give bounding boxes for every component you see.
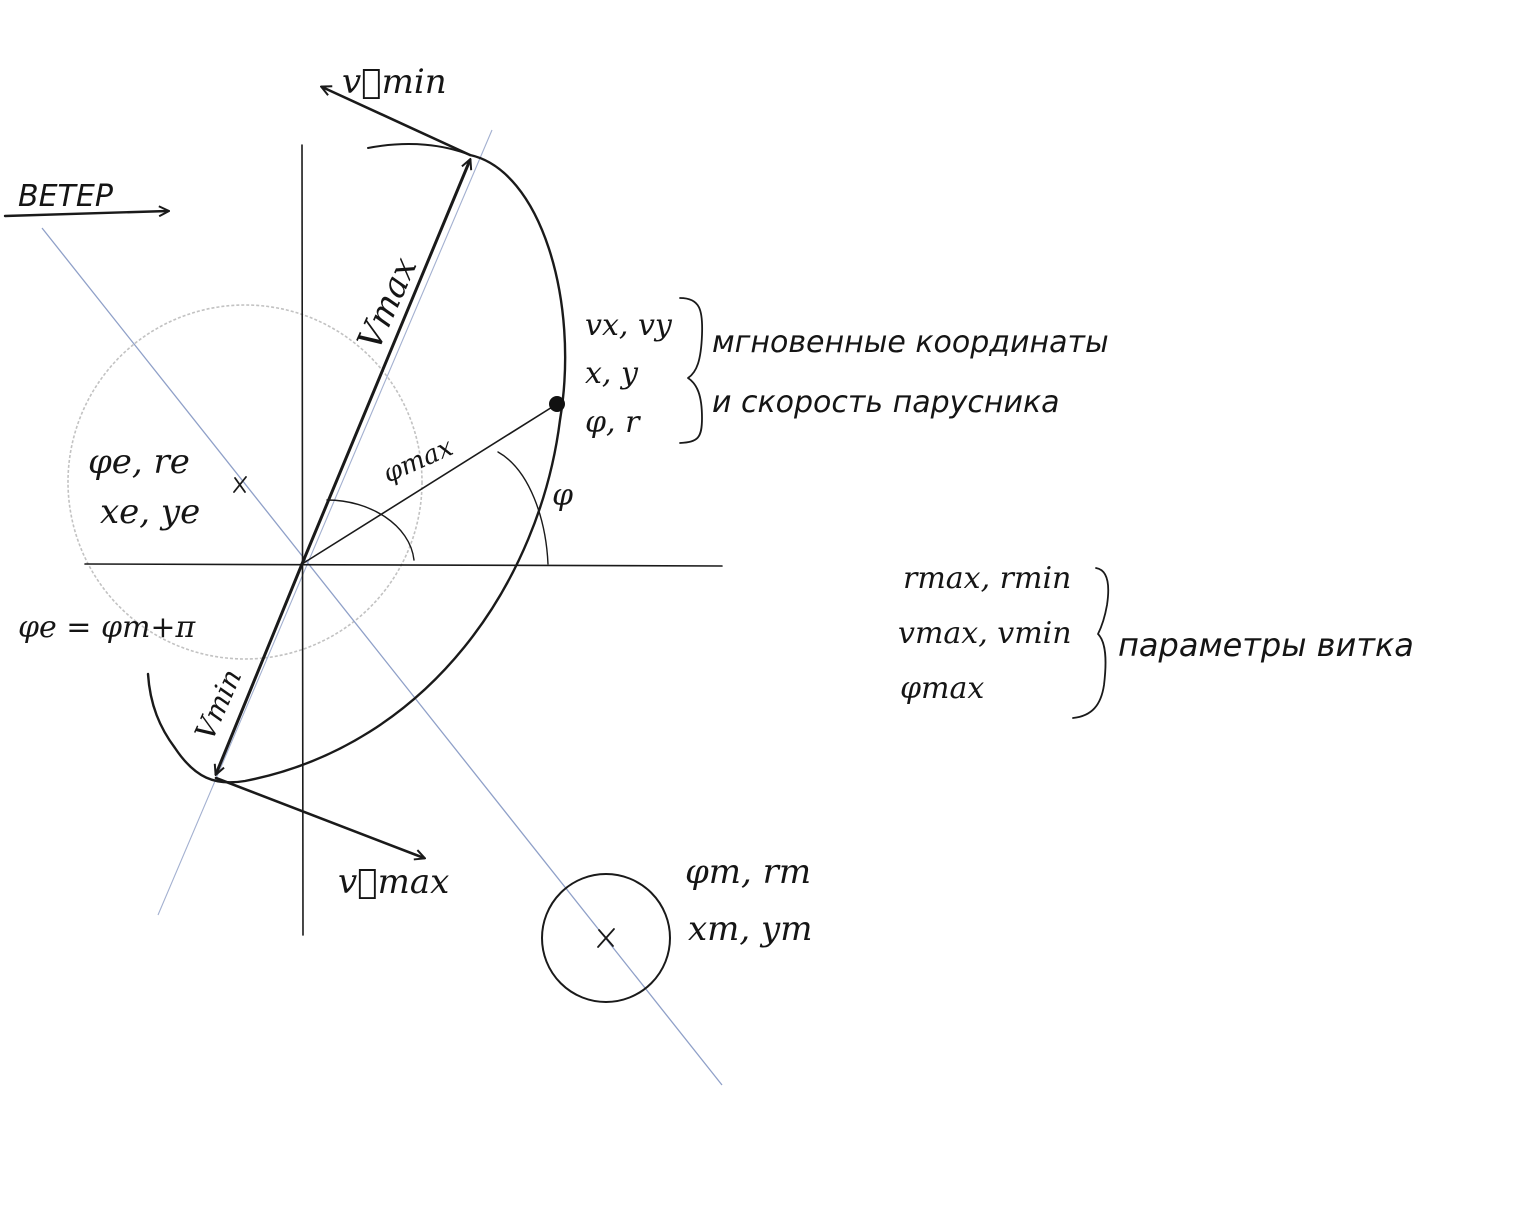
- wind-label: ВЕТЕР: [18, 179, 114, 214]
- orbit-loop: [146, 153, 567, 784]
- phi-arc: [497, 451, 549, 565]
- earth-label-line1: φe, re: [88, 442, 190, 482]
- params-caption: параметры витка: [1118, 626, 1414, 664]
- params-brace: [1072, 567, 1110, 719]
- moon-circle: [541, 873, 671, 1003]
- moon-center-mark: [597, 928, 615, 948]
- sailboat-point: [549, 396, 565, 412]
- phi-label: φ: [552, 478, 573, 513]
- wind-arrow: [3, 211, 168, 218]
- moon-label-line1: φm, rm: [685, 852, 811, 892]
- r-max-label: Vmax: [350, 251, 426, 355]
- v-min-vector: [322, 87, 472, 157]
- v-min-vec-label: v⃗min: [342, 62, 447, 102]
- moon-label-line2: xm, ym: [688, 909, 812, 949]
- current-radius-line: [301, 403, 558, 565]
- param-velocity-label: vmax, vmin: [898, 616, 1072, 651]
- instant-position-label: x, y: [585, 356, 639, 391]
- earth-label-line2: xe, ye: [100, 492, 200, 532]
- phase-relation-label: φe = φm+π: [18, 610, 197, 645]
- instant-caption-1: мгновенные координаты: [712, 325, 1109, 360]
- r-min-label: Vmin: [188, 664, 248, 745]
- param-angle-label: φmax: [900, 671, 984, 706]
- instant-polar-label: φ, r: [585, 405, 641, 440]
- instant-caption-2: и скорость парусника: [712, 385, 1060, 420]
- r-min-vector: [216, 562, 304, 774]
- instant-velocity-label: vx, vy: [585, 308, 673, 343]
- v-max-vector: [214, 776, 424, 858]
- phi-max-label: φmax: [379, 432, 458, 489]
- x-axis: [84, 563, 723, 567]
- instant-brace: [679, 297, 704, 444]
- orbit-loop-top-tail: [367, 143, 471, 156]
- r-max-vector: [300, 160, 470, 566]
- v-max-vec-label: v⃗max: [338, 862, 449, 902]
- param-radius-label: rmax, rmin: [903, 561, 1071, 596]
- y-axis: [301, 144, 304, 936]
- earth-center-mark: [233, 476, 247, 493]
- orbit-major-axis-line: [157, 129, 493, 916]
- phi-max-arc: [326, 499, 415, 561]
- earth-pencil-circle: [67, 304, 423, 660]
